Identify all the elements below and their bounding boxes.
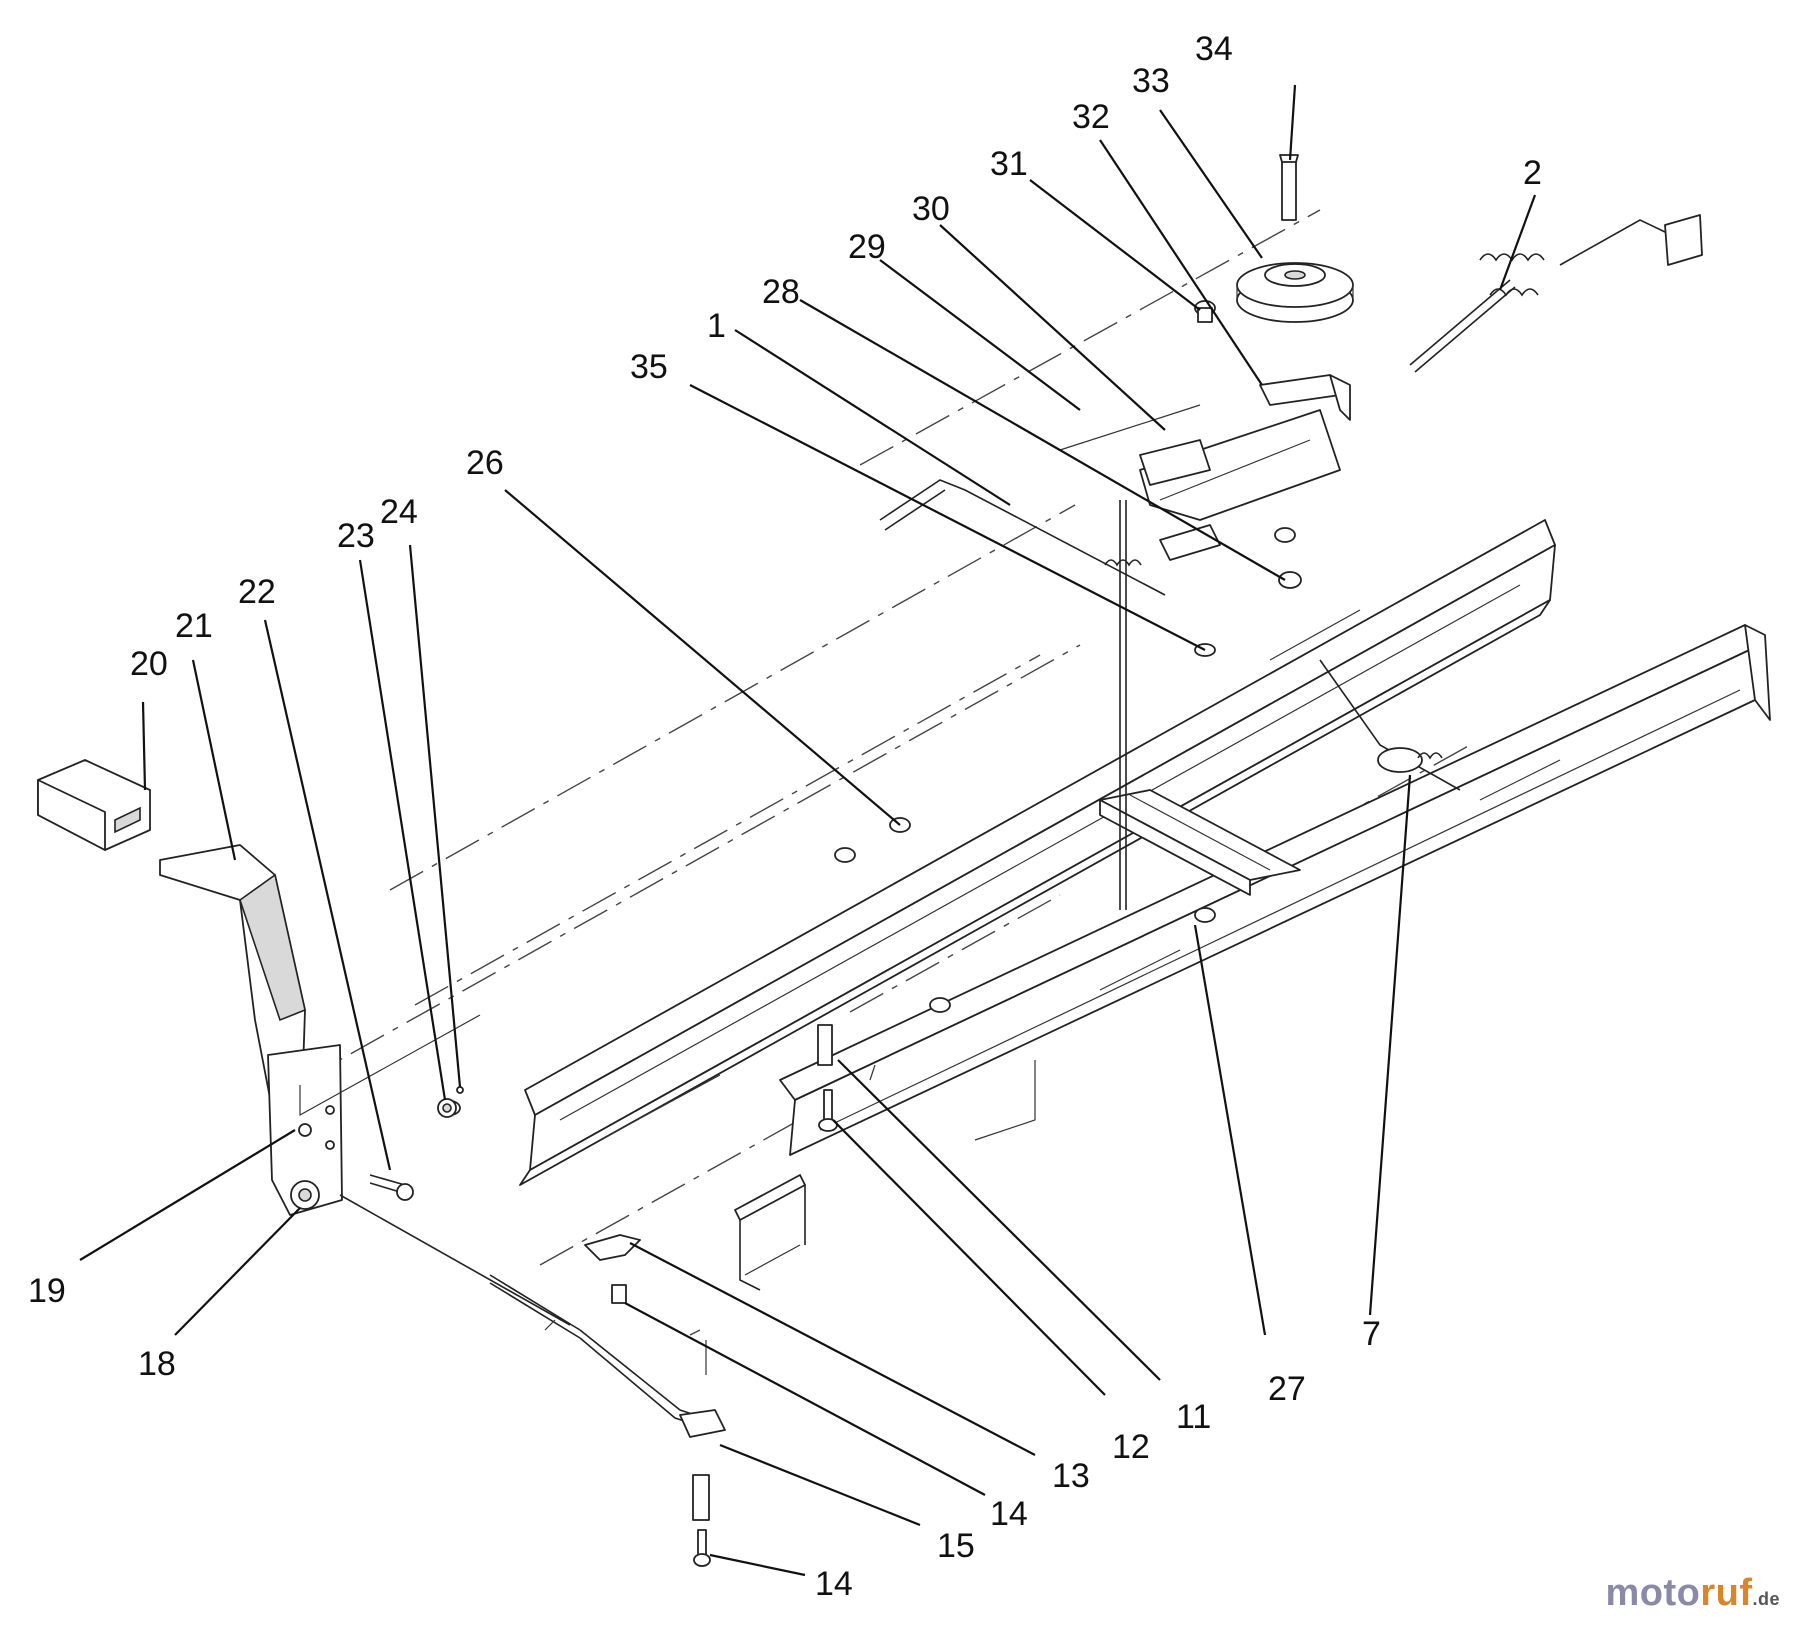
idler-arm: [1139, 409, 1341, 521]
pedal-pad-20: [37, 759, 151, 851]
callout-35: 35: [630, 348, 668, 386]
callout-29: 29: [848, 228, 886, 266]
pedal-arm-21: [159, 844, 343, 1216]
callout-32: 32: [1072, 98, 1110, 136]
callout-11: 11: [1176, 1398, 1211, 1436]
c-bracket-lower: [734, 1174, 806, 1291]
callout-23: 23: [337, 517, 375, 555]
leader-lines: [79, 84, 1537, 1577]
chassis-outline: [299, 1014, 1036, 1375]
callout-31: 31: [990, 145, 1028, 183]
assembly-axis-lines: [294, 209, 1471, 1336]
callout-15: 15: [937, 1527, 975, 1565]
idler-pulley-assembly: [1236, 262, 1354, 323]
callout-34: 34: [1195, 30, 1233, 68]
callout-19: 19: [28, 1272, 66, 1310]
idler-rod: [1119, 500, 1127, 910]
callout-2: 2: [1523, 154, 1542, 192]
callout-21: 21: [175, 607, 213, 645]
watermark-ruf: ruf: [1700, 1572, 1753, 1614]
callout-27: 27: [1268, 1370, 1306, 1408]
spring-7: [1319, 659, 1461, 791]
frame-cross-bracket: [1099, 789, 1301, 896]
callout-22: 22: [238, 573, 276, 611]
frame-rail-front: [519, 519, 1556, 1186]
callout-14-b: 14: [990, 1495, 1028, 1533]
callout-1: 1: [707, 307, 726, 345]
callout-18: 18: [138, 1345, 176, 1383]
fasteners: [439, 300, 1302, 1132]
callout-14-c: 14: [815, 1565, 853, 1603]
shoulder-bolt-34: [1279, 154, 1299, 221]
idler-spring-2: [1409, 214, 1703, 373]
motoruf-watermark: motoruf.de: [1605, 1572, 1780, 1615]
watermark-de: .de: [1752, 1589, 1780, 1609]
clevis-23-24: [437, 1086, 464, 1118]
brake-rod: [339, 1194, 726, 1567]
callout-12: 12: [1112, 1428, 1150, 1466]
callout-28: 28: [762, 273, 800, 311]
callout-30: 30: [912, 190, 950, 228]
brake-clip-13: [584, 1234, 641, 1304]
callout-24: 24: [380, 493, 418, 531]
callout-26: 26: [466, 444, 504, 482]
callout-33: 33: [1132, 62, 1170, 100]
idler-bracket: [1259, 374, 1351, 421]
spring-rod-1: [879, 479, 1166, 596]
callout-20: 20: [130, 645, 168, 683]
callout-13: 13: [1052, 1457, 1090, 1495]
watermark-moto: moto: [1605, 1572, 1701, 1614]
bolt-22: [369, 1174, 414, 1201]
callout-labels: 34 33 32 31 30 29 28 1 35 26 2 24 23 22 …: [28, 30, 1542, 1603]
callout-7: 7: [1362, 1315, 1381, 1353]
